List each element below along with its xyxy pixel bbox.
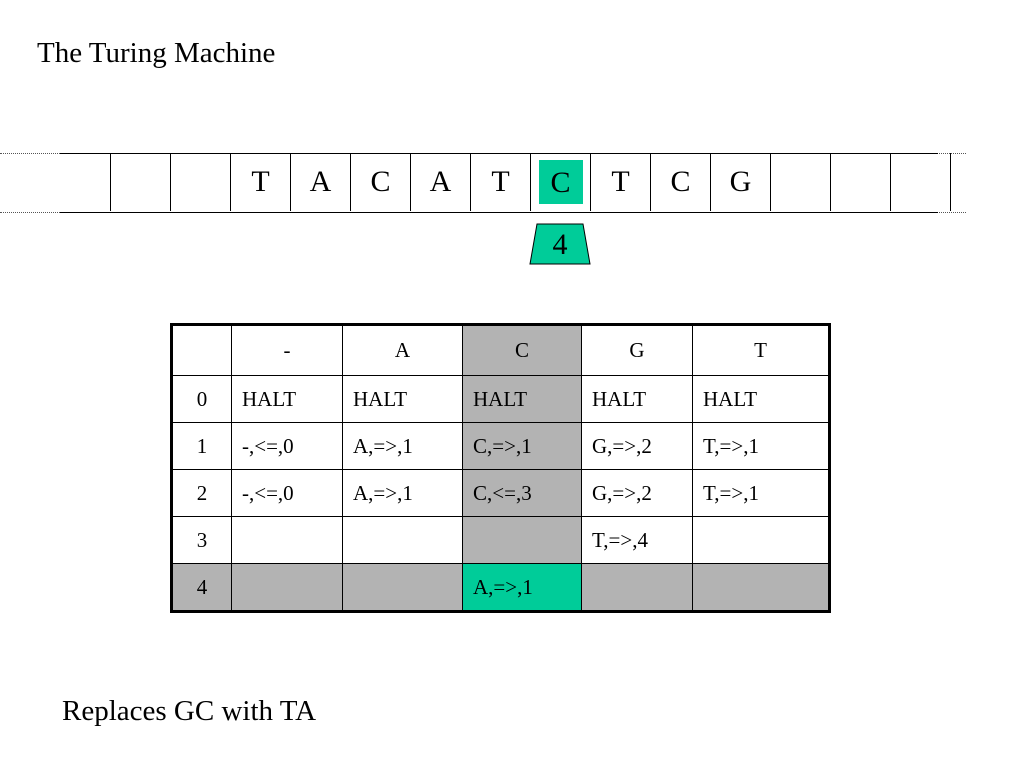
transition-cell [581, 563, 693, 612]
tape-top-line [60, 153, 938, 154]
tape-cell [110, 153, 170, 211]
table-row: 0 HALT HALT HALT HALT HALT [171, 375, 830, 423]
state-cell: 0 [171, 375, 232, 423]
transition-cell: HALT [231, 375, 343, 423]
head-trapezoid-shape [529, 223, 591, 265]
table-corner-cell [171, 324, 232, 376]
transition-cell: HALT [581, 375, 693, 423]
read-write-head: 4 [529, 223, 591, 265]
transition-cell: T,=>,4 [581, 516, 693, 564]
head-state-label: 4 [552, 228, 568, 261]
state-cell: 3 [171, 516, 232, 564]
column-header: T [692, 324, 830, 376]
transition-cell: G,=>,2 [581, 422, 693, 470]
column-header-active: C [462, 324, 582, 376]
column-header: G [581, 324, 693, 376]
tape-bottom-line [60, 212, 938, 213]
tape-cell: T [230, 153, 290, 211]
table-row: 3 T,=>,4 [171, 516, 830, 564]
tape-cell: T [470, 153, 530, 211]
state-cell: 1 [171, 422, 232, 470]
tape-cell: C [350, 153, 410, 211]
tape-cell [890, 153, 951, 211]
tape-cell [830, 153, 890, 211]
tape-cell: T [590, 153, 650, 211]
tape-cell: A [290, 153, 350, 211]
tape: T A C A T C T C G [50, 153, 951, 213]
tape-cell [770, 153, 830, 211]
tape-cell: G [710, 153, 770, 211]
transition-cell [342, 516, 463, 564]
transition-cell: C,=>,1 [462, 422, 582, 470]
transition-cell [692, 516, 830, 564]
tape-cell: C [650, 153, 710, 211]
table-row-active: 4 A,=>,1 [171, 563, 830, 612]
state-cell: 2 [171, 469, 232, 517]
transition-cell: -,<=,0 [231, 422, 343, 470]
tape-cell: A [410, 153, 470, 211]
transition-cell: T,=>,1 [692, 422, 830, 470]
transition-cell: HALT [342, 375, 463, 423]
transition-cell: G,=>,2 [581, 469, 693, 517]
transition-cell [342, 563, 463, 612]
slide-title: The Turing Machine [37, 37, 276, 69]
transition-cell [231, 563, 343, 612]
transition-cell: A,=>,1 [342, 422, 463, 470]
transition-cell: HALT [462, 375, 582, 423]
column-header: - [231, 324, 343, 376]
table-header-row: - A C G T [171, 324, 830, 376]
transition-table: - A C G T 0 HALT HALT HALT HALT HALT 1 -… [170, 323, 831, 613]
transition-cell: HALT [692, 375, 830, 423]
transition-cell [231, 516, 343, 564]
table-row: 1 -,<=,0 A,=>,1 C,=>,1 G,=>,2 T,=>,1 [171, 422, 830, 470]
transition-cell: -,<=,0 [231, 469, 343, 517]
column-header: A [342, 324, 463, 376]
transition-cell-current: A,=>,1 [462, 563, 582, 612]
state-cell: 4 [171, 563, 232, 612]
transition-cell: A,=>,1 [342, 469, 463, 517]
tape-cell [170, 153, 230, 211]
tape-cell-current: C [530, 153, 590, 211]
tape-cell [50, 153, 109, 211]
transition-cell [692, 563, 830, 612]
table-row: 2 -,<=,0 A,=>,1 C,<=,3 G,=>,2 T,=>,1 [171, 469, 830, 517]
transition-cell: T,=>,1 [692, 469, 830, 517]
transition-cell: C,<=,3 [462, 469, 582, 517]
slide-caption: Replaces GC with TA [62, 695, 317, 727]
transition-cell [462, 516, 582, 564]
